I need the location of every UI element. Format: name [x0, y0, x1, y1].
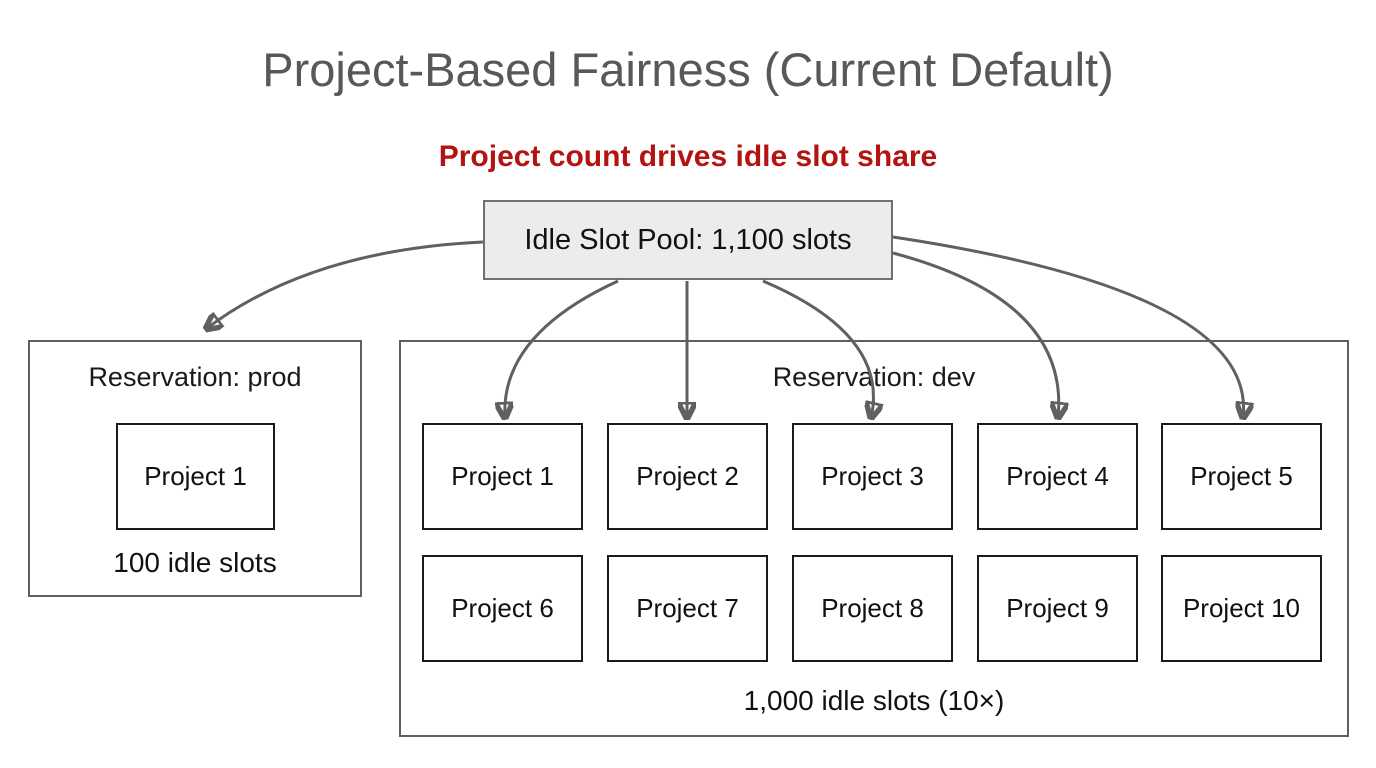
idle-slot-pool-box: Idle Slot Pool: 1,100 slots [483, 200, 893, 280]
project-label: Project 9 [1006, 593, 1109, 623]
project-box-dev-3: Project 3 [792, 423, 953, 530]
project-label: Project 5 [1190, 461, 1293, 491]
project-label: Project 8 [821, 593, 924, 623]
page-title: Project-Based Fairness (Current Default) [262, 43, 1114, 96]
prod-idle-note: 100 idle slots [113, 547, 277, 578]
project-label: Project 1 [144, 461, 247, 491]
project-box-dev-8: Project 8 [792, 555, 953, 662]
project-box-dev-6: Project 6 [422, 555, 583, 662]
arrow-pool-to-prod [206, 240, 484, 329]
subtitle: Project count drives idle slot share [438, 140, 938, 173]
reservation-prod-box: Reservation: prod Project 1 100 idle slo… [28, 340, 362, 597]
project-box-dev-2: Project 2 [607, 423, 768, 530]
reservation-dev-label: Reservation: dev [772, 362, 976, 392]
project-box-dev-9: Project 9 [977, 555, 1138, 662]
project-box-dev-1: Project 1 [422, 423, 583, 530]
reservation-prod-label: Reservation: prod [88, 362, 302, 392]
project-label: Project 1 [451, 461, 554, 491]
project-box-dev-4: Project 4 [977, 423, 1138, 530]
idle-slot-pool-label: Idle Slot Pool: 1,100 slots [524, 223, 852, 256]
project-label: Project 2 [636, 461, 739, 491]
project-box-dev-7: Project 7 [607, 555, 768, 662]
project-label: Project 6 [451, 593, 554, 623]
project-label: Project 3 [821, 461, 924, 491]
project-label: Project 7 [636, 593, 739, 623]
project-label: Project 4 [1006, 461, 1109, 491]
project-box-dev-5: Project 5 [1161, 423, 1322, 530]
dev-idle-note: 1,000 idle slots (10×) [743, 685, 1005, 716]
project-box-dev-10: Project 10 [1161, 555, 1322, 662]
project-label: Project 10 [1182, 593, 1301, 623]
project-box-prod-1: Project 1 [116, 423, 275, 530]
reservation-dev-box: Reservation: dev Project 1 Project 2 Pro… [399, 340, 1349, 737]
